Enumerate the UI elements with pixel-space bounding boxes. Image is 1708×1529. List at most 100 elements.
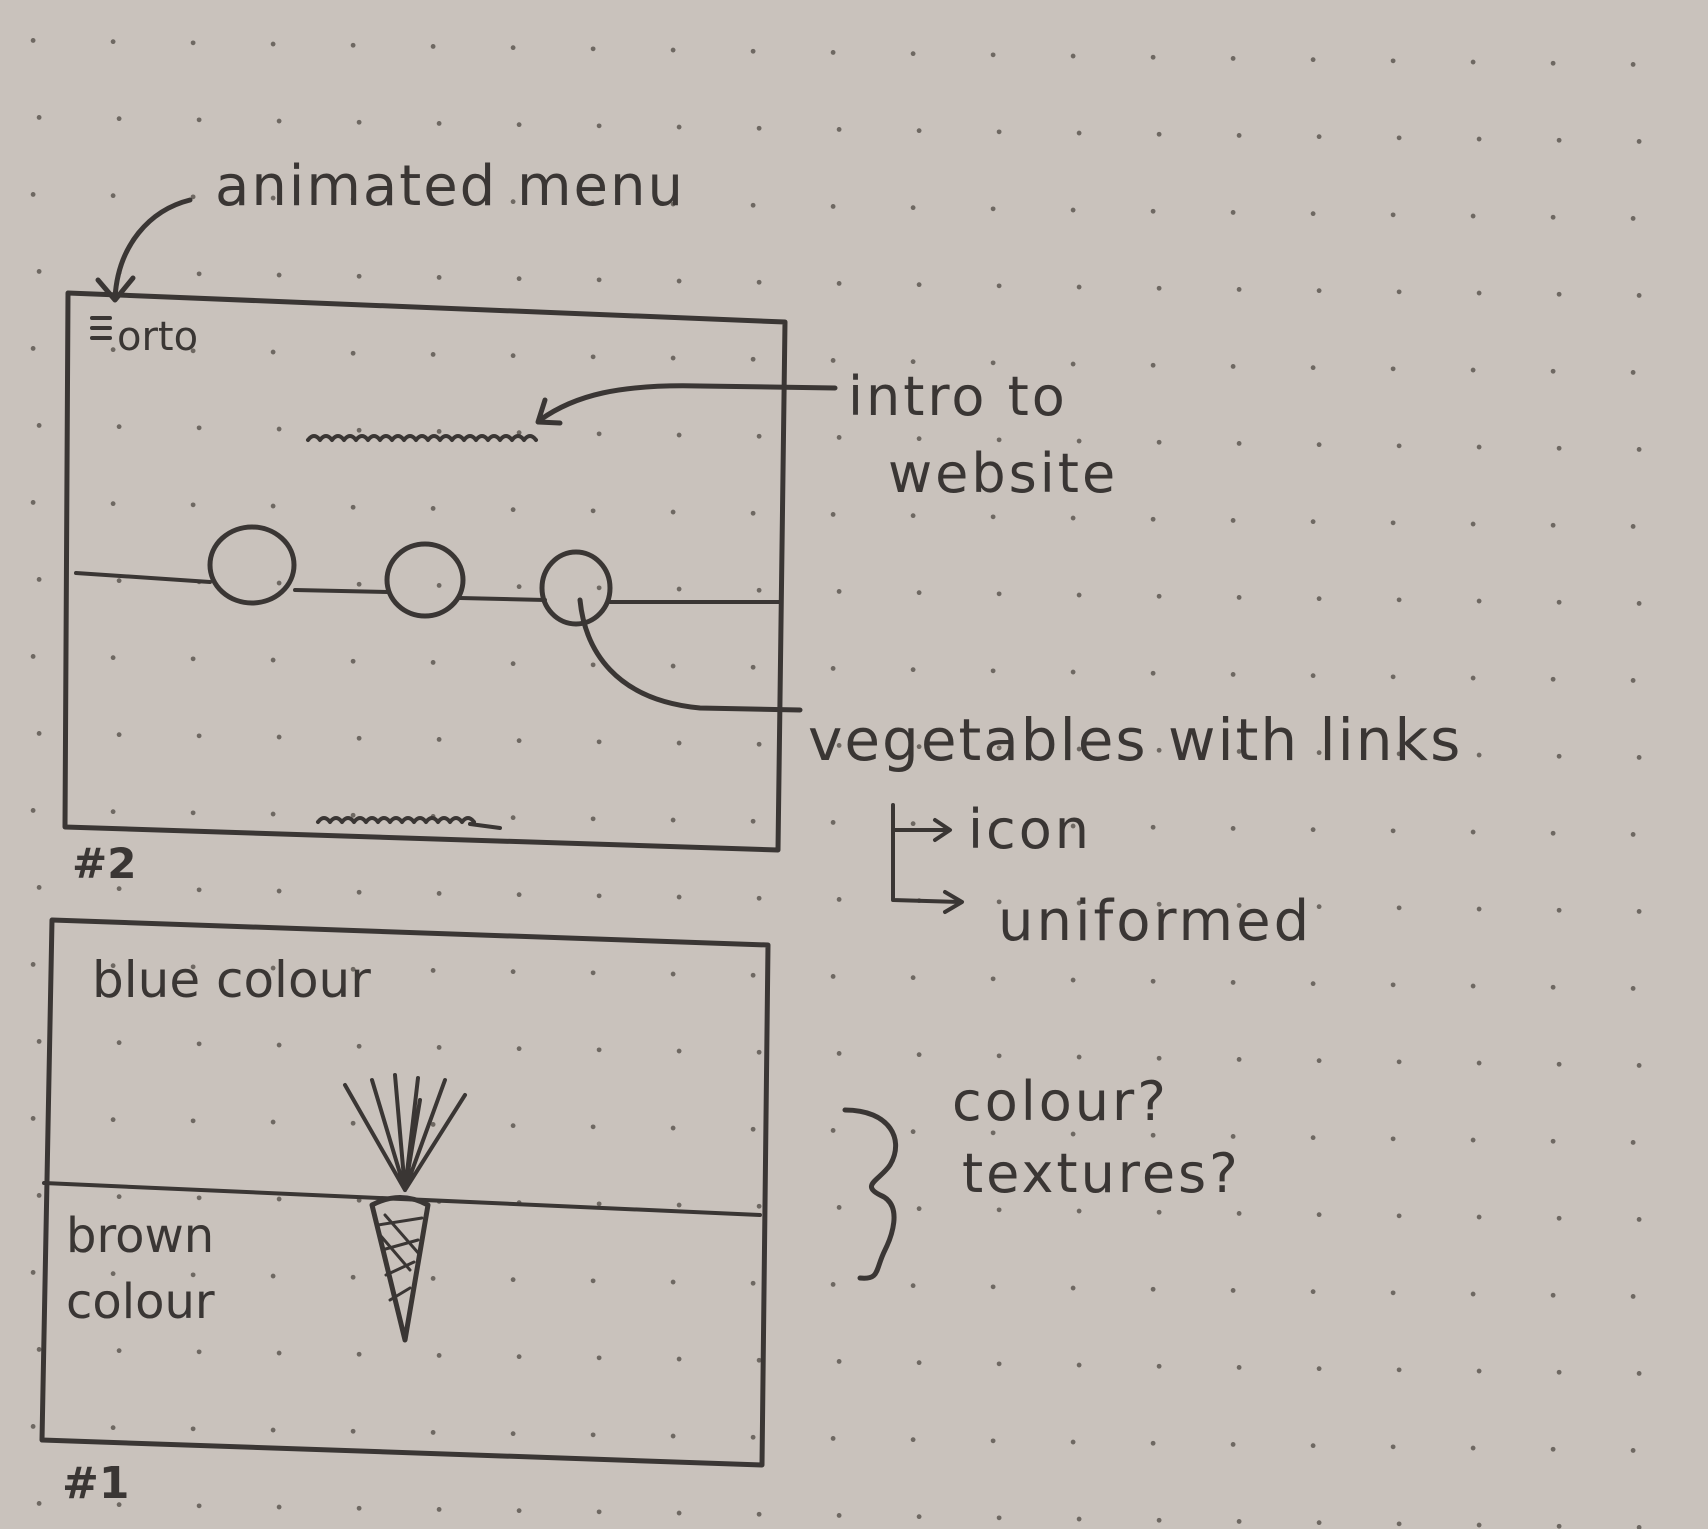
- grid-dot: [750, 48, 756, 54]
- grid-dot: [350, 1274, 356, 1280]
- grid-dot: [190, 964, 196, 970]
- grid-dot: [596, 1047, 602, 1053]
- grid-dot: [676, 1202, 682, 1208]
- grid-dot: [830, 820, 836, 825]
- annotation-colour-question: colour?: [952, 1070, 1169, 1133]
- grid-dot: [1556, 1215, 1562, 1221]
- grid-dot: [516, 892, 522, 898]
- grid-dot: [510, 199, 516, 205]
- grid-dot: [36, 1193, 42, 1198]
- grid-dot: [590, 46, 596, 52]
- grid-dot: [1550, 984, 1556, 990]
- grid-dot: [676, 278, 682, 284]
- grid-dot: [356, 735, 362, 741]
- grid-dot: [1316, 904, 1322, 910]
- grid-dot: [436, 1353, 442, 1358]
- wireframe-2-border: [62, 290, 788, 853]
- wireframe-2-label: #2: [72, 839, 136, 888]
- grid-dot: [116, 886, 122, 892]
- grid-dot: [1310, 365, 1316, 371]
- grid-dot: [1076, 592, 1082, 598]
- grid-dot: [1150, 208, 1156, 214]
- grid-dot: [1636, 1217, 1642, 1222]
- grid-dot: [1310, 519, 1316, 525]
- grid-dot: [830, 974, 836, 979]
- grid-dot: [756, 895, 762, 901]
- grid-dot: [1556, 1523, 1562, 1529]
- grid-dot: [436, 1507, 442, 1512]
- wireframe-2: orto #2: [62, 290, 788, 888]
- grid-dot: [670, 817, 676, 823]
- grid-dot: [430, 660, 436, 665]
- grid-dot: [1076, 1516, 1082, 1522]
- intro-text-placeholder: [306, 434, 538, 442]
- grid-dot: [1636, 909, 1642, 914]
- grid-dot: [1316, 442, 1322, 448]
- grid-dot: [510, 815, 516, 821]
- grid-dot: [836, 743, 842, 748]
- grid-dot: [1556, 291, 1562, 297]
- grid-dot: [1390, 58, 1396, 64]
- grid-dot: [1310, 673, 1316, 679]
- grid-dot: [916, 744, 922, 750]
- grid-dot: [430, 506, 436, 511]
- grid-dot: [1316, 1058, 1322, 1064]
- grid-dot: [30, 500, 36, 505]
- grid-dot: [1150, 1286, 1156, 1292]
- grid-dot: [1476, 598, 1482, 604]
- grid-dot: [190, 1272, 196, 1278]
- grid-dot: [1230, 826, 1236, 831]
- grid-dot: [750, 818, 756, 824]
- grid-dot: [1076, 284, 1082, 290]
- grid-dot: [1156, 747, 1162, 753]
- grid-dot: [830, 1128, 836, 1133]
- grid-dot: [36, 577, 42, 582]
- grid-dot: [1070, 1285, 1076, 1291]
- grid-dot: [996, 283, 1002, 289]
- grid-dot: [590, 508, 596, 514]
- grid-dot: [1556, 753, 1562, 759]
- grid-dot: [1470, 213, 1476, 219]
- grid-dot: [196, 733, 202, 739]
- grid-dot: [836, 281, 842, 286]
- arrow-vegetables: [577, 597, 803, 713]
- curly-brace: [842, 1107, 899, 1281]
- grid-dot: [196, 117, 202, 123]
- grid-dot: [196, 271, 202, 277]
- grid-dot: [1156, 1517, 1162, 1523]
- grid-dot: [670, 509, 676, 515]
- grid-dot: [516, 1046, 522, 1052]
- grid-dot: [510, 1277, 516, 1283]
- grid-dot: [1396, 1367, 1402, 1373]
- grid-dot: [996, 1053, 1002, 1059]
- grid-dot: [1556, 1369, 1562, 1375]
- grid-dot: [596, 1355, 602, 1361]
- grid-dot: [676, 586, 682, 592]
- grid-dot: [1076, 1362, 1082, 1368]
- bracket-arrow: [891, 803, 962, 904]
- grid-dot: [910, 975, 916, 981]
- grid-dot: [1070, 977, 1076, 983]
- grid-dot: [1070, 669, 1076, 675]
- grid-dot: [1390, 520, 1396, 526]
- grid-dot: [830, 1436, 836, 1441]
- grid-dot: [276, 734, 282, 740]
- grid-dot: [1636, 293, 1642, 298]
- grid-dot: [1556, 445, 1562, 451]
- grid-dot: [1396, 289, 1402, 295]
- grid-dot: [670, 971, 676, 977]
- grid-dot: [910, 821, 916, 827]
- grid-dot: [356, 889, 362, 895]
- grid-dot: [1070, 207, 1076, 213]
- grid-dot: [1310, 827, 1316, 833]
- vegetable-circle-2: [384, 541, 466, 619]
- grid-dot: [996, 899, 1002, 905]
- grid-dot: [596, 1509, 602, 1515]
- grid-dot: [350, 812, 356, 818]
- annotation-animated-menu: animated menu: [215, 154, 685, 219]
- grid-dot: [1236, 1519, 1242, 1524]
- grid-dot: [356, 1505, 362, 1511]
- grid-dot: [30, 962, 36, 967]
- grid-dot: [916, 282, 922, 288]
- grid-dot: [436, 891, 442, 896]
